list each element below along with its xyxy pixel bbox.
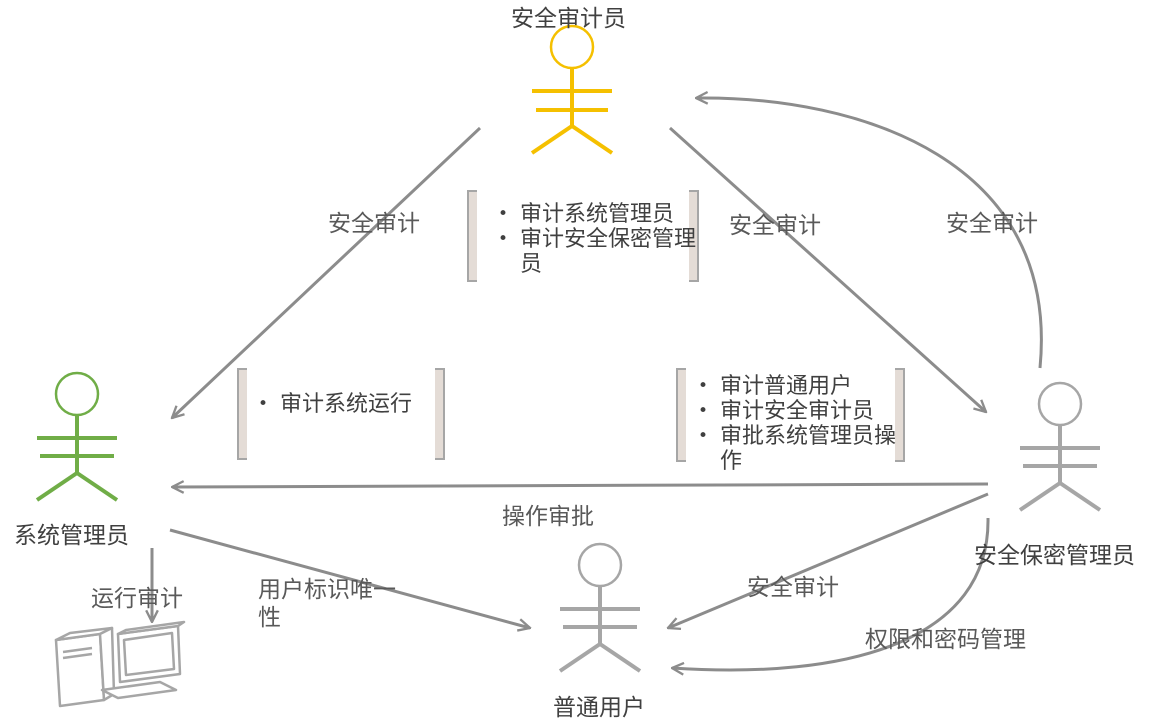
secadmin-note-bracket-left xyxy=(676,368,686,462)
secadmin-duty-item: 审计普通用户 xyxy=(690,374,900,399)
edge-label-secadmin-to-user-audit: 安全审计 xyxy=(747,575,839,601)
sysadmin-actor-icon xyxy=(35,371,119,502)
edge-label-secadmin-to-auditor: 安全审计 xyxy=(946,211,1038,237)
secadmin-duty-item: 审计安全审计员 xyxy=(690,399,900,424)
sysadmin-note-bracket-right xyxy=(435,368,445,460)
edge-label-sysadmin-to-computer: 运行审计 xyxy=(91,586,183,612)
computer-icon xyxy=(54,620,186,708)
edge-sysadmin-to-user xyxy=(169,528,530,628)
auditor-duties-note: 审计系统管理员 审计安全保密管理员 xyxy=(490,202,698,277)
auditor-duty-item: 审计系统管理员 xyxy=(490,202,698,227)
edge-label-auditor-to-secadmin: 安全审计 xyxy=(729,213,821,239)
auditor-note-bracket-left xyxy=(467,190,477,282)
secadmin-note-bracket-right xyxy=(895,368,905,462)
sysadmin-duties-note: 审计系统运行 xyxy=(250,392,440,417)
user-label: 普通用户 xyxy=(553,695,645,721)
user-actor-icon xyxy=(558,542,642,673)
edge-label-secadmin-to-sysadmin: 操作审批 xyxy=(502,504,594,530)
sysadmin-duty-item: 审计系统运行 xyxy=(250,392,440,417)
edge-auditor-to-sysadmin xyxy=(172,126,482,418)
edge-auditor-to-secadmin xyxy=(668,126,986,412)
secadmin-actor-icon xyxy=(1018,381,1102,512)
auditor-actor-icon xyxy=(530,24,614,155)
edge-label-auditor-to-sysadmin: 安全审计 xyxy=(328,211,420,237)
auditor-duty-item: 审计安全保密管理员 xyxy=(490,227,698,277)
sysadmin-label: 系统管理员 xyxy=(14,523,129,549)
sysadmin-note-bracket-left xyxy=(237,368,247,460)
secadmin-label: 安全保密管理员 xyxy=(974,543,1135,569)
secadmin-duty-item: 审批系统管理员操作 xyxy=(690,424,900,474)
edge-secadmin-to-user-perm xyxy=(672,517,990,670)
auditor-label: 安全审计员 xyxy=(511,6,626,32)
edge-label-sysadmin-to-user: 用户标识唯一性 xyxy=(258,577,396,631)
edge-secadmin-to-sysadmin xyxy=(172,484,989,487)
edge-secadmin-to-auditor xyxy=(696,98,1043,369)
secadmin-duties-note: 审计普通用户 审计安全审计员 审批系统管理员操作 xyxy=(690,374,900,474)
edge-label-secadmin-to-user-perm: 权限和密码管理 xyxy=(865,627,1026,653)
edge-secadmin-to-user-audit xyxy=(668,492,989,628)
